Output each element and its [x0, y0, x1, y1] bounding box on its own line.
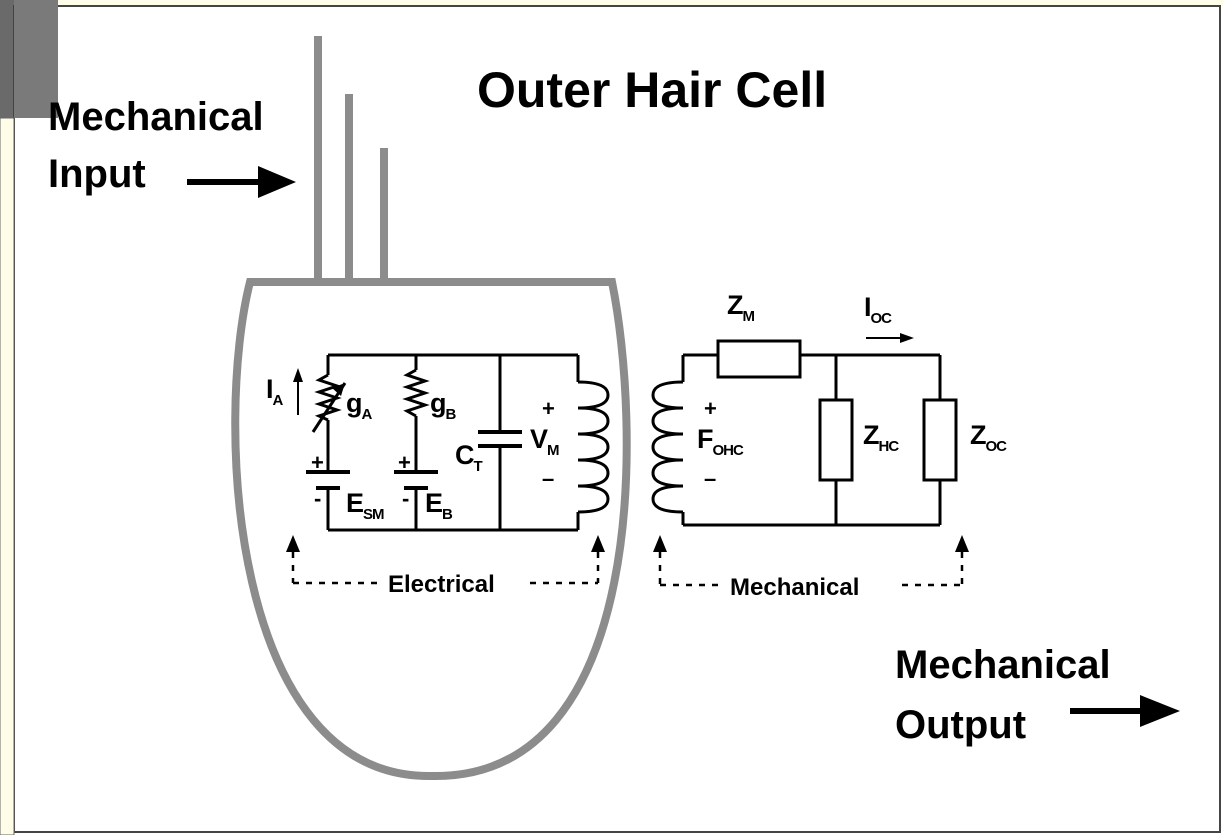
minus-sign-eb: -	[402, 486, 410, 511]
mechanical-circuit	[651, 339, 958, 527]
label-vm: VM	[530, 424, 559, 459]
label-ioc: IOC	[864, 292, 892, 327]
label-ia: IA	[266, 374, 283, 409]
label-eb: EB	[425, 488, 453, 523]
mechanical-label: Mechanical	[730, 574, 860, 601]
label-gb: gB	[430, 388, 456, 423]
minus-sign-vm: –	[542, 466, 555, 491]
plus-sign-esm: +	[311, 450, 324, 475]
label-zhc: ZHC	[863, 420, 899, 455]
output-arrow	[1070, 695, 1180, 727]
plus-sign-eb: +	[398, 450, 411, 475]
label-ga: gA	[346, 388, 372, 423]
slide-panel	[13, 5, 1221, 833]
input-label-line2: Input	[48, 152, 146, 196]
current-arrow-ia	[293, 368, 303, 415]
hair-cell-outline	[231, 36, 631, 781]
plus-sign-fohc: +	[704, 396, 717, 421]
input-label-line1: Mechanical	[48, 95, 264, 139]
mechanical-bracket	[658, 552, 964, 587]
variable-arrowhead	[332, 383, 345, 396]
plus-sign-vm: +	[542, 396, 555, 421]
output-label-line2: Output	[895, 703, 1027, 747]
electrical-label: Electrical	[388, 571, 495, 598]
minus-sign-fohc: –	[704, 466, 717, 491]
current-arrow-ioc	[866, 333, 914, 343]
electrical-circuit	[306, 353, 610, 532]
label-zm: ZM	[727, 290, 755, 325]
top-frame-strip	[14, 0, 1223, 6]
label-esm: ESM	[346, 488, 384, 523]
minus-sign-esm: -	[314, 486, 322, 511]
label-zoc: ZOC	[970, 420, 1007, 455]
output-label-line1: Mechanical	[895, 643, 1111, 687]
input-arrow	[187, 166, 296, 198]
label-ct: CT	[455, 440, 483, 475]
page-title: Outer Hair Cell	[477, 62, 828, 118]
label-fohc: FOHC	[697, 424, 744, 459]
electrical-bracket	[291, 552, 600, 585]
